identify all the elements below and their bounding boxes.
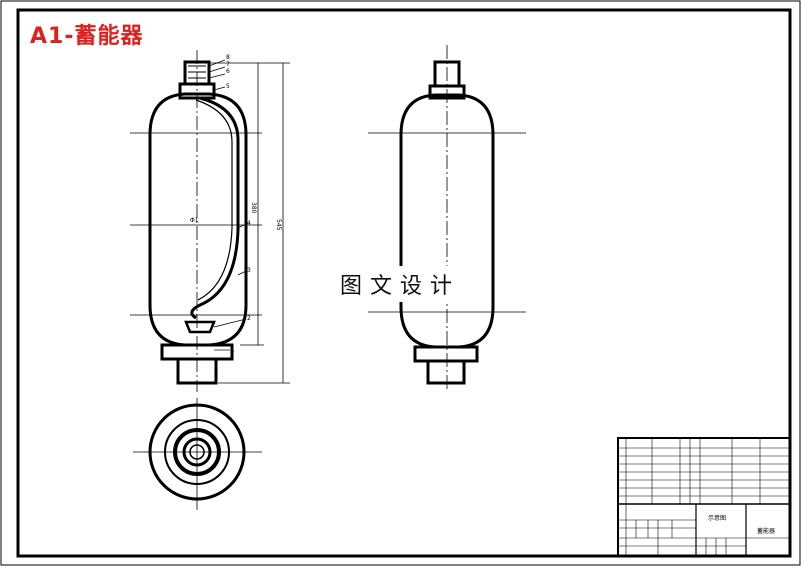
outer-circle [148,403,246,501]
leader-line [213,86,226,91]
exterior-port [426,359,466,385]
title-block [617,437,791,557]
leader-line [213,318,247,328]
port-circle [173,428,221,476]
title-block-text: 示意图 蓄能器 [708,514,775,535]
leader-line [237,270,247,276]
exterior-valve-neck [428,84,466,100]
part-number: 7 [226,61,230,68]
drawing-title: A1-蓄能器 [30,24,144,49]
dim-text-short: 380 [250,202,257,214]
valve-neck [178,82,216,100]
part-number: 2 [247,315,251,322]
exterior-flange [413,345,479,363]
exterior-shell [399,93,495,349]
diameter-text: Φ1 [190,217,199,224]
part-number: 4 [247,220,251,227]
view-name: 示意图 [708,514,726,522]
part-number: 3 [247,267,251,274]
part-number: 6 [226,68,230,75]
inner-border [16,8,792,558]
title-block-frame [617,437,791,557]
inner-circle [182,437,212,467]
bladder-inner [195,99,233,301]
shell-body [148,92,248,347]
part-number: 5 [226,83,230,90]
leader-line [237,223,247,229]
section-annotations: 380 545 Φ1 8 7 6 5 4 3 2 1 [190,54,282,354]
part-number: 8 [226,54,230,61]
poppet-valve [184,320,216,334]
exterior-view [368,45,526,392]
section-view [130,50,290,392]
part-number: 1 [231,347,235,354]
leader-line [208,73,226,79]
dim-text-long: 545 [275,219,282,231]
watermark: 图文设计 [330,266,470,302]
leader-line [208,66,226,73]
bore-circle [189,444,205,460]
bladder [190,96,240,320]
flange-circle [164,419,230,485]
top-view [133,398,262,510]
leader-line [208,59,226,67]
oil-port [176,357,218,385]
product-name: 蓄能器 [757,527,775,535]
